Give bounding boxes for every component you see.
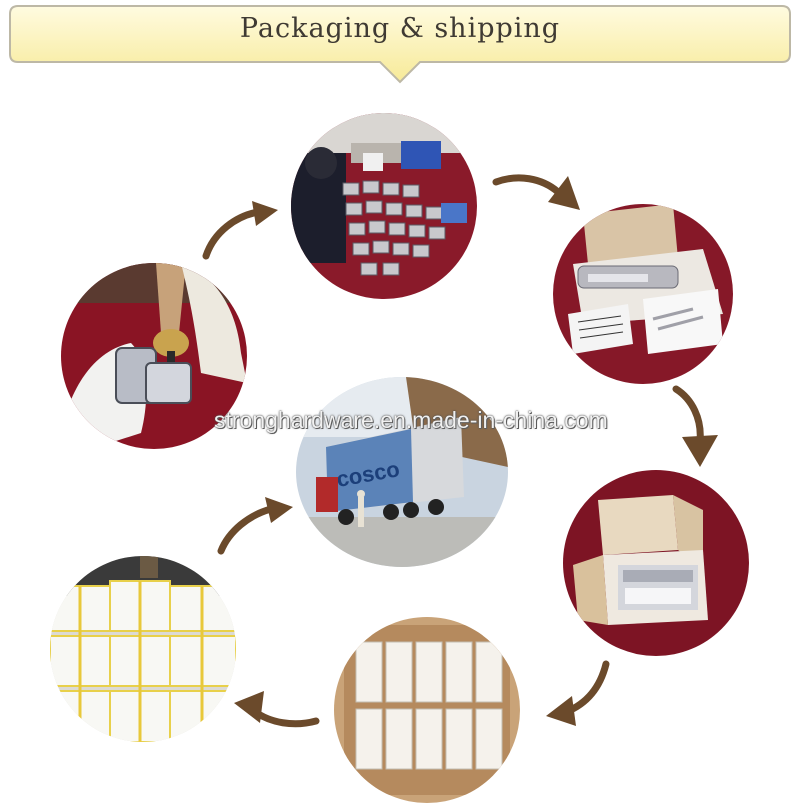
arrow-3-icon (672, 385, 718, 467)
arrow-2-icon (492, 174, 580, 210)
arrow-5-icon (234, 691, 320, 728)
hardware-parts-photo-icon (291, 113, 477, 299)
watermark-text: stronghardware.en.made-in-china.com (214, 407, 608, 433)
photo-carton-boxes (334, 617, 520, 803)
polishing-hands-photo-icon (61, 263, 247, 449)
photo-boxing-parts (553, 204, 733, 384)
photo-container-truck: cosco (296, 377, 508, 567)
photo-inspection (61, 263, 247, 449)
photo-wrapped-pallets (50, 556, 236, 742)
arrow-6-icon (217, 497, 293, 555)
arrow-4-icon (546, 660, 610, 726)
open-box-photo-icon (553, 204, 733, 384)
photo-workshop (291, 113, 477, 299)
box-with-clamp-photo-icon (563, 470, 749, 656)
carton-of-boxes-photo-icon (334, 617, 520, 803)
page-title: Packaging & shipping (239, 13, 561, 44)
wrapped-pallets-photo-icon (50, 556, 236, 742)
container-truck-photo-icon: cosco (296, 377, 508, 567)
banner-shape (9, 5, 791, 84)
photo-boxed-item (563, 470, 749, 656)
title-banner: Packaging & shipping (8, 4, 792, 84)
arrow-1-icon (202, 201, 278, 260)
